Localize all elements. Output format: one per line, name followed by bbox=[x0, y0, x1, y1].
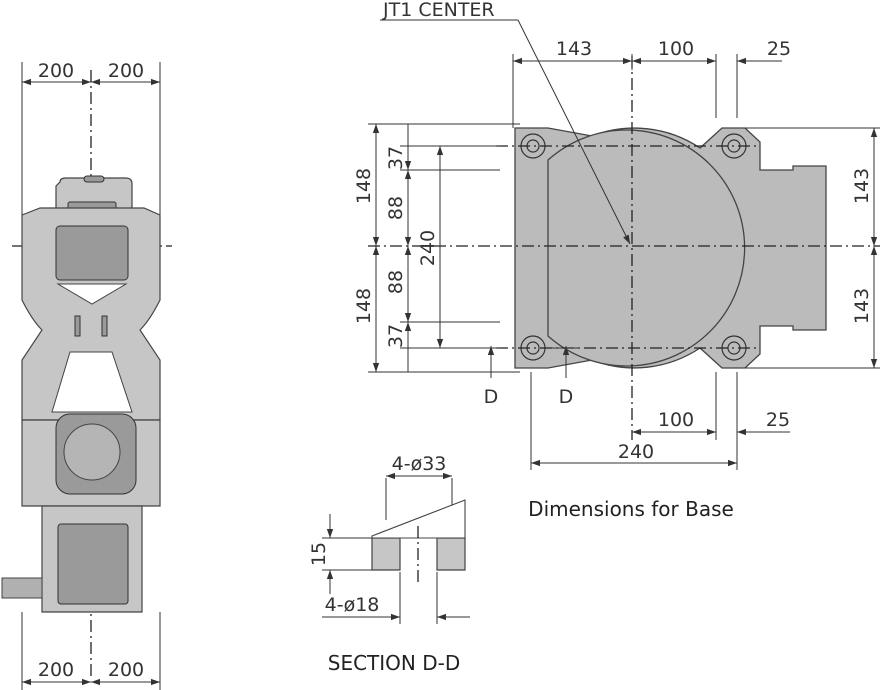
section-marker-right: D bbox=[552, 346, 580, 408]
section-depth-value: 15 bbox=[308, 542, 330, 566]
left-37-upper-value: 37 bbox=[385, 146, 407, 170]
left-148-lower-value: 148 bbox=[353, 288, 375, 324]
robot-joint-housing bbox=[55, 225, 129, 281]
robot-slot-right bbox=[101, 315, 108, 337]
base-bottom-100-value: 100 bbox=[658, 409, 694, 431]
robot-arm-window-lower bbox=[51, 351, 133, 413]
robot-slot-left bbox=[74, 315, 81, 337]
base-caption: Dimensions for Base bbox=[528, 497, 734, 521]
robot-arm-window-upper bbox=[56, 283, 128, 305]
right-143-upper-value: 143 bbox=[851, 168, 873, 204]
svg-text:D: D bbox=[484, 386, 499, 408]
section-slab-left bbox=[371, 537, 401, 571]
robot-lower-joint-disc bbox=[63, 423, 121, 481]
section-top-wedge bbox=[371, 499, 466, 539]
right-143-lower-value: 143 bbox=[851, 288, 873, 324]
robot-head-cap bbox=[83, 175, 105, 183]
jt1-center-label: JT1 CENTER bbox=[382, 0, 495, 21]
base-bottom-240-value: 240 bbox=[618, 441, 654, 463]
base-top-dimensions: 143 100 25 bbox=[512, 38, 791, 128]
left-240-value: 240 bbox=[417, 230, 439, 266]
side-bottom-left-value: 200 bbox=[38, 659, 74, 681]
base-left-dimensions: 148 148 37 88 88 37 240 bbox=[353, 123, 520, 373]
side-top-left-value: 200 bbox=[38, 60, 74, 82]
side-top-right-value: 200 bbox=[108, 60, 144, 82]
base-main-disc bbox=[547, 129, 746, 367]
section-hole-value: 4-ø33 bbox=[392, 453, 447, 475]
section-caption: SECTION D-D bbox=[328, 651, 461, 675]
base-top-25-value: 25 bbox=[767, 38, 791, 60]
base-top-143-value: 143 bbox=[556, 38, 592, 60]
base-mount-hole-tl bbox=[520, 133, 546, 159]
left-88-upper-value: 88 bbox=[385, 196, 407, 220]
robot-cable-connector bbox=[1, 577, 43, 599]
left-88-lower-value: 88 bbox=[385, 270, 407, 294]
base-bottom-dimensions: 100 25 240 bbox=[530, 372, 790, 470]
side-top-dimension: 200 200 bbox=[21, 60, 161, 215]
base-top-view: JT1 CENTER 143 100 25 100 25 240 bbox=[353, 0, 880, 521]
side-bottom-dimension: 200 200 bbox=[21, 612, 161, 690]
section-slab-right bbox=[436, 537, 466, 571]
section-d-d: 4-ø33 15 4-ø18 SECTION D-D bbox=[308, 453, 470, 675]
base-bottom-25-value: 25 bbox=[766, 409, 790, 431]
jt1-leader-line bbox=[517, 19, 631, 245]
base-right-dimensions: 143 143 bbox=[745, 127, 880, 369]
svg-text:D: D bbox=[559, 386, 574, 408]
section-thread-value: 4-ø18 bbox=[325, 594, 380, 616]
robot-side-view: 200 200 200 200 bbox=[1, 60, 172, 690]
section-marker-left: D bbox=[484, 346, 499, 408]
side-bottom-right-value: 200 bbox=[108, 659, 144, 681]
left-37-lower-value: 37 bbox=[385, 324, 407, 348]
base-top-100-value: 100 bbox=[658, 38, 694, 60]
left-148-upper-value: 148 bbox=[353, 168, 375, 204]
robot-base-panel bbox=[57, 523, 129, 605]
